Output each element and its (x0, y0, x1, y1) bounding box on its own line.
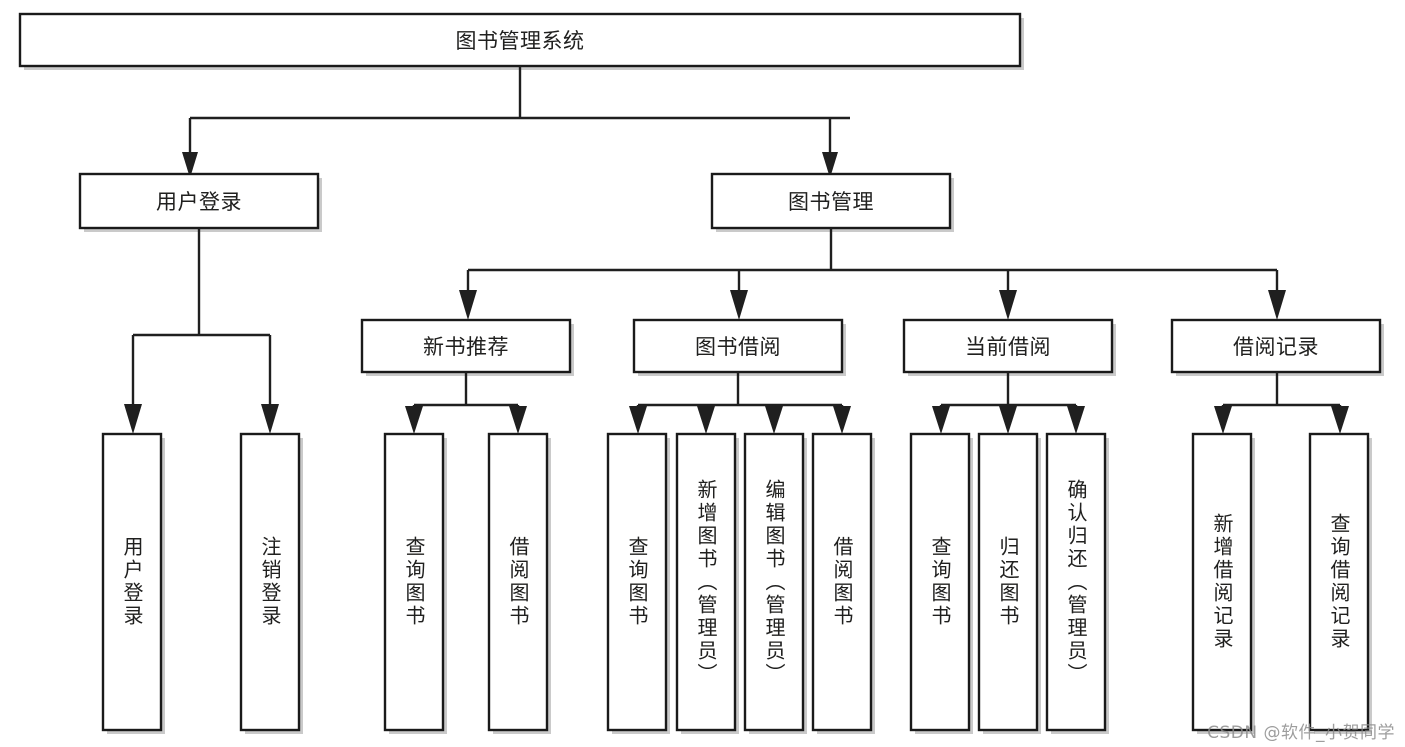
leaf-box-query-record[interactable] (1308, 432, 1372, 734)
leaf-box-logout[interactable] (239, 432, 303, 734)
connector-current-borrow-to-leaves (932, 372, 1085, 434)
leaf-box-user-login[interactable] (101, 432, 165, 734)
connector-new-book-recommend-to-leaves (405, 372, 527, 434)
leaf-box-query-book-1[interactable] (383, 432, 447, 734)
csdn-watermark: CSDN @软件_小贺同学 (1207, 723, 1395, 743)
leaf-box-add-book[interactable] (675, 432, 739, 734)
node-user-login[interactable] (78, 172, 322, 232)
node-root[interactable] (18, 12, 1024, 70)
leaf-box-borrow-book-1[interactable] (487, 432, 551, 734)
connector-book-borrow-to-leaves (629, 372, 851, 434)
leaf-box-query-book-2[interactable] (606, 432, 670, 734)
leaf-box-return-book[interactable] (977, 432, 1041, 734)
node-borrow-record[interactable] (1170, 318, 1384, 376)
connector-borrow-record-to-leaves (1214, 372, 1349, 434)
connector-user-login-to-leaves (124, 228, 279, 434)
leaf-box-confirm-return[interactable] (1045, 432, 1109, 734)
leaf-box-edit-book[interactable] (743, 432, 807, 734)
node-current-borrow[interactable] (902, 318, 1116, 376)
leaf-box-add-record[interactable] (1191, 432, 1255, 734)
leaf-box-borrow-book-2[interactable] (811, 432, 875, 734)
connector-root-to-level2 (182, 66, 850, 178)
connector-book-manage-to-level3 (459, 228, 1286, 320)
node-book-borrow[interactable] (632, 318, 846, 376)
leaf-box-query-book-3[interactable] (909, 432, 973, 734)
node-new-book-recommend[interactable] (360, 318, 574, 376)
node-book-manage[interactable] (710, 172, 954, 232)
